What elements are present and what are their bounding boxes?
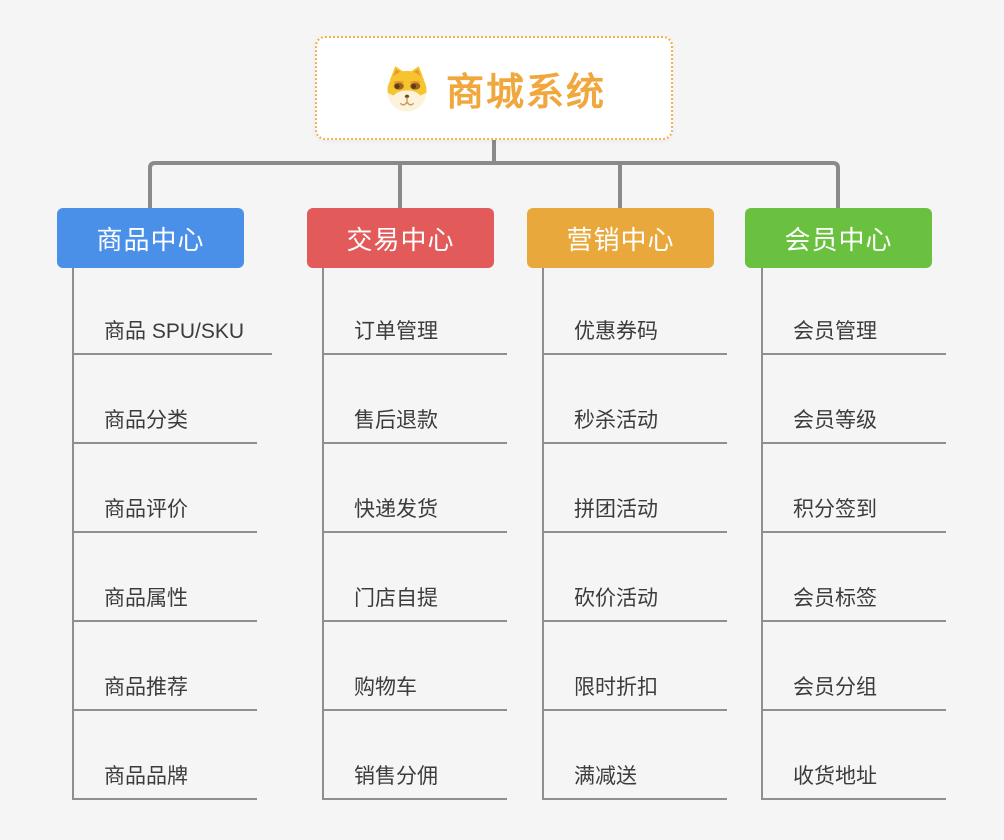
marketing-center-children: 优惠券码 秒杀活动 拼团活动 砍价活动 限时折扣 满减送 (542, 268, 727, 800)
child-topic[interactable]: 会员管理 (763, 317, 946, 355)
child-topic[interactable]: 商品推荐 (74, 673, 257, 711)
branch-member-center[interactable]: 会员中心 (745, 208, 932, 268)
child-topic[interactable]: 门店自提 (324, 584, 507, 622)
child-topic[interactable]: 会员标签 (763, 584, 946, 622)
product-center-children: 商品 SPU/SKU 商品分类 商品评价 商品属性 商品推荐 商品品牌 (72, 268, 273, 800)
child-topic[interactable]: 积分签到 (763, 495, 946, 533)
child-topic[interactable]: 快递发货 (324, 495, 507, 533)
child-topic[interactable]: 购物车 (324, 673, 507, 711)
child-topic[interactable]: 秒杀活动 (544, 406, 727, 444)
branch-product-center[interactable]: 商品中心 (57, 208, 244, 268)
trade-center-children: 订单管理 售后退款 快递发货 门店自提 购物车 销售分佣 (322, 268, 507, 800)
branch-trade-center[interactable]: 交易中心 (307, 208, 494, 268)
root-topic-label: 商城系统 (445, 71, 606, 114)
member-center-children: 会员管理 会员等级 积分签到 会员标签 会员分组 收货地址 (761, 268, 946, 800)
child-topic[interactable]: 限时折扣 (544, 673, 727, 711)
child-topic[interactable]: 商品评价 (74, 495, 257, 533)
doge-face-icon (387, 66, 427, 112)
child-topic[interactable]: 商品属性 (74, 584, 257, 622)
child-topic[interactable]: 优惠券码 (544, 317, 727, 355)
child-topic[interactable]: 满减送 (544, 762, 727, 800)
child-topic[interactable]: 商品品牌 (74, 762, 257, 800)
child-topic[interactable]: 砍价活动 (544, 584, 727, 622)
child-topic[interactable]: 售后退款 (324, 406, 507, 444)
child-topic[interactable]: 销售分佣 (324, 762, 507, 800)
child-topic[interactable]: 会员分组 (763, 673, 946, 711)
child-topic[interactable]: 商品 SPU/SKU (74, 317, 273, 355)
child-topic[interactable]: 订单管理 (324, 317, 507, 355)
child-topic[interactable]: 会员等级 (763, 406, 946, 444)
branch-marketing-center[interactable]: 营销中心 (527, 208, 714, 268)
child-topic[interactable]: 拼团活动 (544, 495, 727, 533)
child-topic[interactable]: 收货地址 (763, 762, 946, 800)
child-topic[interactable]: 商品分类 (74, 406, 257, 444)
root-topic[interactable]: 商城系统 (315, 36, 673, 140)
